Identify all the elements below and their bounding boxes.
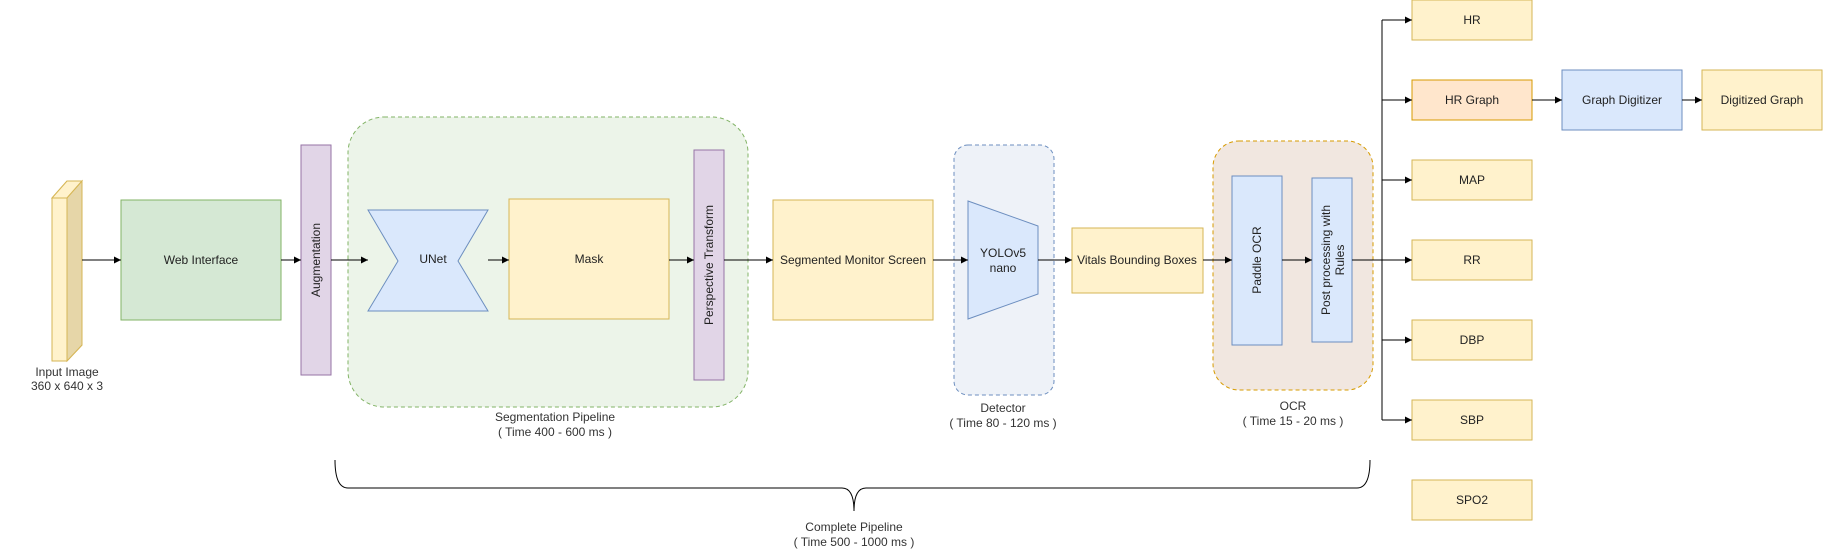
yolo-label-line2: nano (990, 261, 1017, 275)
vitals-bounding-boxes-box (1071, 227, 1204, 294)
paddle-ocr-box (1231, 175, 1283, 346)
digitized-graph-box (1701, 69, 1823, 131)
output-rr-label: RR (1463, 253, 1481, 267)
graph-digitizer-label: Graph Digitizer (1582, 93, 1662, 107)
web-interface-label: Web Interface (164, 253, 239, 267)
segmentation-pipeline-time: ( Time 400 - 600 ms ) (498, 425, 612, 439)
paddle-ocr-label: Paddle OCR (1250, 226, 1264, 294)
ocr-time: ( Time 15 - 20 ms ) (1243, 414, 1344, 428)
ocr-caption: OCR (1280, 399, 1307, 413)
output-dbp-box (1411, 319, 1533, 361)
output-sbp-label: SBP (1460, 413, 1484, 427)
output-rr-box (1411, 239, 1533, 281)
perspective-transform-label: Perspective Transform (702, 205, 716, 325)
augmentation-label: Augmentation (309, 223, 323, 297)
mask-label: Mask (575, 252, 605, 266)
mask-box (508, 198, 670, 320)
vitals-bounding-boxes-label: Vitals Bounding Boxes (1077, 253, 1197, 267)
post-processing-label-line1: Post processing with (1319, 205, 1333, 315)
web-interface-box (120, 199, 282, 321)
yolo-shape (967, 200, 1039, 320)
input-image-label: Input Image (35, 365, 99, 379)
output-spo2-box (1411, 479, 1533, 521)
perspective-transform-box (693, 149, 725, 381)
output-spo2-label: SPO2 (1456, 493, 1488, 507)
output-sbp-box (1411, 399, 1533, 441)
complete-pipeline-time: ( Time 500 - 1000 ms ) (794, 535, 915, 549)
unet-label: UNet (419, 252, 447, 266)
post-processing-box (1311, 177, 1353, 343)
yolo-label-line1: YOLOv5 (980, 246, 1026, 260)
segmented-monitor-screen-box (772, 199, 934, 321)
post-processing-label-line2: Rules (1333, 245, 1347, 276)
input-image-shape (50, 179, 84, 363)
graph-digitizer-box (1561, 69, 1683, 131)
output-hr-label: HR (1463, 13, 1481, 27)
detector-caption: Detector (980, 401, 1025, 415)
output-hr-graph-label: HR Graph (1445, 93, 1499, 107)
complete-pipeline-brace (334, 459, 1371, 512)
segmentation-pipeline-caption: Segmentation Pipeline (495, 410, 615, 424)
input-image-size: 360 x 640 x 3 (31, 379, 103, 393)
segmented-monitor-screen-label: Segmented Monitor Screen (780, 253, 926, 267)
complete-pipeline-caption: Complete Pipeline (805, 520, 903, 534)
detector-time: ( Time 80 - 120 ms ) (949, 416, 1056, 430)
output-map-label: MAP (1459, 173, 1485, 187)
output-dbp-label: DBP (1460, 333, 1485, 347)
digitized-graph-label: Digitized Graph (1721, 93, 1804, 107)
output-hr-box (1411, 0, 1533, 41)
unet-shape (367, 209, 489, 312)
